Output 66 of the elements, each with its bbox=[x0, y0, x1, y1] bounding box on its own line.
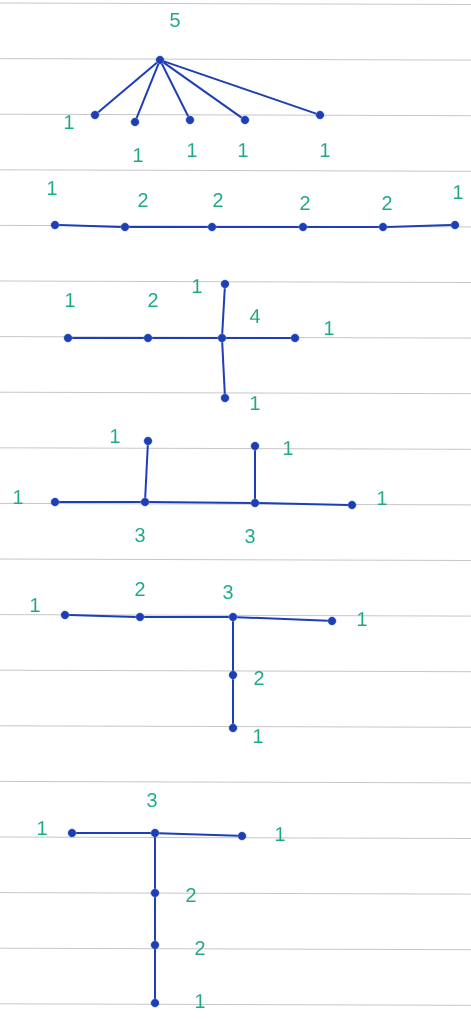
degree-label: 2 bbox=[186, 888, 196, 902]
tree-edge bbox=[232, 620, 234, 672]
degree-label: 2 bbox=[254, 671, 264, 685]
degree-label: 1 bbox=[37, 821, 47, 835]
tree-edge bbox=[154, 948, 156, 1000]
tree-edge bbox=[386, 224, 452, 228]
tree-edge bbox=[160, 62, 190, 118]
degree-label: 1 bbox=[320, 143, 330, 157]
degree-label: 2 bbox=[138, 193, 148, 207]
degree-label: 1 bbox=[30, 598, 40, 612]
tree-edge bbox=[71, 337, 145, 339]
degree-label: 1 bbox=[357, 612, 367, 626]
tree-edge bbox=[143, 616, 230, 618]
degree-label: 1 bbox=[238, 143, 248, 157]
tree-edge bbox=[58, 501, 142, 503]
tree-edge bbox=[144, 444, 149, 499]
degree-label: 1 bbox=[192, 279, 202, 293]
tree-edge bbox=[232, 678, 234, 725]
degree-label: 2 bbox=[195, 941, 205, 955]
tree-edge bbox=[128, 226, 209, 228]
degree-label: 1 bbox=[324, 321, 334, 335]
degree-label: 3 bbox=[223, 584, 233, 600]
tree-edge bbox=[158, 832, 239, 837]
tree-edge bbox=[306, 226, 380, 228]
tree-edge bbox=[151, 337, 219, 339]
degree-label: 3 bbox=[135, 527, 145, 543]
degree-label: 1 bbox=[13, 490, 23, 504]
degree-label: 4 bbox=[249, 309, 260, 323]
tree-edge bbox=[221, 341, 226, 395]
degree-label: 1 bbox=[253, 729, 263, 743]
degree-label: 3 bbox=[147, 792, 157, 808]
degree-label: 1 bbox=[110, 429, 120, 443]
degree-label: 2 bbox=[135, 582, 145, 596]
degree-label: 1 bbox=[283, 441, 293, 455]
tree-edge bbox=[135, 62, 160, 120]
tree-edge bbox=[162, 61, 243, 119]
tree-edge bbox=[225, 337, 292, 339]
tree-edge bbox=[148, 501, 252, 504]
degree-label: 1 bbox=[187, 143, 197, 157]
degree-label: 1 bbox=[250, 396, 260, 410]
tree-edge bbox=[163, 60, 318, 115]
tree-edge bbox=[254, 449, 256, 500]
tree-edge bbox=[215, 226, 300, 228]
degree-label: 1 bbox=[47, 181, 57, 195]
degree-label: 1 bbox=[195, 994, 205, 1008]
degree-label: 3 bbox=[245, 528, 255, 544]
degree-label: 1 bbox=[133, 148, 143, 162]
degree-label: 1 bbox=[275, 827, 285, 841]
tree-edge bbox=[154, 896, 156, 942]
tree-edge bbox=[221, 287, 226, 335]
tree-edge bbox=[75, 832, 152, 834]
degree-label: 2 bbox=[300, 196, 310, 210]
degree-label: 1 bbox=[453, 185, 463, 199]
degree-label: 5 bbox=[170, 13, 180, 27]
tree-edge bbox=[154, 836, 156, 890]
tree-edge bbox=[58, 224, 122, 228]
degree-label: 1 bbox=[377, 491, 387, 505]
degree-label: 2 bbox=[148, 293, 158, 307]
tree-edge bbox=[236, 616, 329, 622]
degree-label: 2 bbox=[213, 193, 223, 207]
degree-label: 1 bbox=[65, 293, 75, 307]
tree-edge bbox=[258, 502, 349, 506]
degree-label: 2 bbox=[382, 196, 392, 210]
tree-edge bbox=[97, 61, 158, 114]
tree-edge bbox=[68, 614, 137, 618]
degree-label: 1 bbox=[64, 115, 74, 129]
